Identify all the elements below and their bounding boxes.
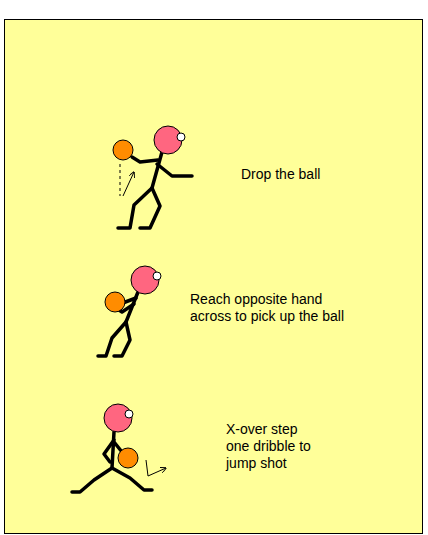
ball-drop-path — [120, 164, 121, 196]
player-figure — [98, 292, 138, 356]
basketball — [113, 140, 133, 160]
step-instruction: Reach opposite hand across to pick up th… — [190, 291, 358, 325]
player-head — [104, 404, 132, 432]
player-eye — [125, 410, 133, 418]
player-figure — [118, 152, 192, 228]
background-panel — [5, 20, 423, 534]
player-figure — [72, 432, 152, 492]
player-head — [131, 266, 159, 294]
player-eye — [153, 272, 161, 280]
step-instruction: X-over step one dribble to jump shot — [226, 421, 318, 472]
basketball — [118, 448, 138, 468]
dribble-arrow — [146, 460, 166, 476]
player-eye — [177, 133, 185, 141]
step-instruction: Drop the ball — [241, 166, 411, 183]
basketball — [105, 292, 125, 312]
ball-bounce-arrow — [123, 172, 134, 196]
